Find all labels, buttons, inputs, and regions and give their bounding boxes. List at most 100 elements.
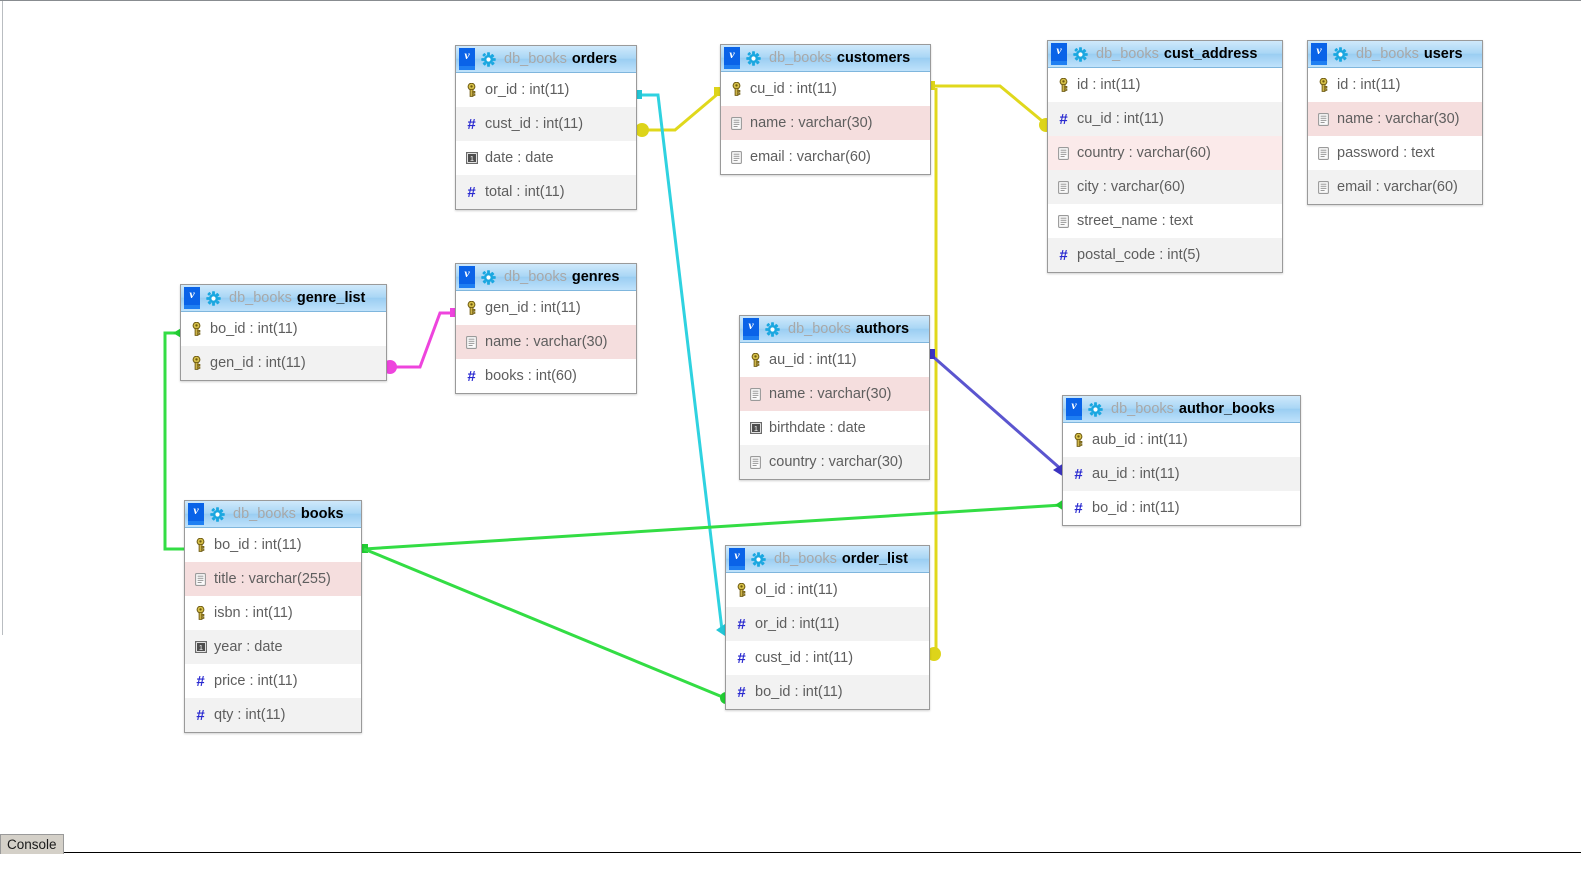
column-row[interactable]: #bo_id : int(11) [1063,491,1300,525]
text-icon [1057,214,1070,229]
column-label: name : varchar(30) [750,115,873,131]
view-toggle-icon[interactable]: v [459,48,475,70]
column-row[interactable]: ol_id : int(11) [726,573,929,607]
console-button[interactable]: Console [0,834,64,854]
primary-key-icon [749,353,762,368]
column-row[interactable]: gen_id : int(11) [181,346,386,380]
column-label: bo_id : int(11) [755,684,843,700]
table-name-label: genre_list [296,290,366,306]
canvas-top-border [0,0,1581,1]
column-row[interactable]: gen_id : int(11) [456,291,636,325]
primary-key-icon [1057,78,1070,93]
gear-icon[interactable] [206,290,221,306]
view-toggle-icon[interactable]: v [1051,43,1067,65]
view-toggle-icon[interactable]: v [724,47,740,69]
column-row[interactable]: aub_id : int(11) [1063,423,1300,457]
column-row[interactable]: name : varchar(30) [740,377,929,411]
gear-icon[interactable] [746,50,761,66]
column-row[interactable]: #cust_id : int(11) [456,107,636,141]
column-row[interactable]: #bo_id : int(11) [726,675,929,709]
column-row[interactable]: street_name : text [1048,204,1282,238]
column-row[interactable]: #au_id : int(11) [1063,457,1300,491]
relation-orders-order_list [633,90,725,636]
svg-text:1: 1 [198,643,202,652]
schema-label: db_books [774,551,837,567]
gear-icon[interactable] [1073,46,1088,62]
table-name-label: cust_address [1163,46,1258,62]
column-row[interactable]: bo_id : int(11) [185,528,361,562]
view-toggle-icon[interactable]: v [459,266,475,288]
column-label: name : varchar(30) [769,386,892,402]
column-row[interactable]: cu_id : int(11) [721,72,930,106]
column-row[interactable]: title : varchar(255) [185,562,361,596]
primary-key-icon [194,606,207,621]
column-row[interactable]: city : varchar(60) [1048,170,1282,204]
view-toggle-icon[interactable]: v [188,503,204,525]
view-toggle-icon[interactable]: v [1066,398,1082,420]
column-row[interactable]: #postal_code : int(5) [1048,238,1282,272]
gear-icon[interactable] [1333,46,1348,62]
column-row[interactable]: #qty : int(11) [185,698,361,732]
column-row[interactable]: email : varchar(60) [721,140,930,174]
schema-label: db_books [1356,46,1419,62]
column-row[interactable]: isbn : int(11) [185,596,361,630]
column-row[interactable]: name : varchar(30) [456,325,636,359]
column-row[interactable]: #books : int(60) [456,359,636,393]
column-row[interactable]: #total : int(11) [456,175,636,209]
gear-icon[interactable] [481,51,496,67]
column-row[interactable]: #or_id : int(11) [726,607,929,641]
column-row[interactable]: or_id : int(11) [456,73,636,107]
column-row[interactable]: bo_id : int(11) [181,312,386,346]
column-row[interactable]: email : varchar(60) [1308,170,1482,204]
column-row[interactable]: id : int(11) [1048,68,1282,102]
column-label: date : date [485,150,554,166]
gear-icon[interactable] [751,551,766,567]
column-label: id : int(11) [1337,77,1401,93]
column-row[interactable]: password : text [1308,136,1482,170]
gear-icon[interactable] [210,506,225,522]
column-row[interactable]: #cust_id : int(11) [726,641,929,675]
column-row[interactable]: name : varchar(30) [721,106,930,140]
column-row[interactable]: country : varchar(60) [1048,136,1282,170]
column-row[interactable]: id : int(11) [1308,68,1482,102]
view-toggle-icon[interactable]: v [729,548,745,570]
column-row[interactable]: name : varchar(30) [1308,102,1482,136]
view-toggle-icon[interactable]: v [184,287,200,309]
column-row[interactable]: #price : int(11) [185,664,361,698]
gear-icon[interactable] [481,269,496,285]
date-icon: 1 [749,421,762,436]
column-row[interactable]: au_id : int(11) [740,343,929,377]
gear-icon[interactable] [765,321,780,337]
schema-label: db_books [1111,401,1174,417]
view-toggle-icon[interactable]: v [1311,43,1327,65]
svg-text:1: 1 [753,424,757,433]
gear-icon[interactable] [1088,401,1103,417]
column-row[interactable]: #cu_id : int(11) [1048,102,1282,136]
view-toggle-icon[interactable]: v [743,318,759,340]
column-row[interactable]: country : varchar(30) [740,445,929,479]
